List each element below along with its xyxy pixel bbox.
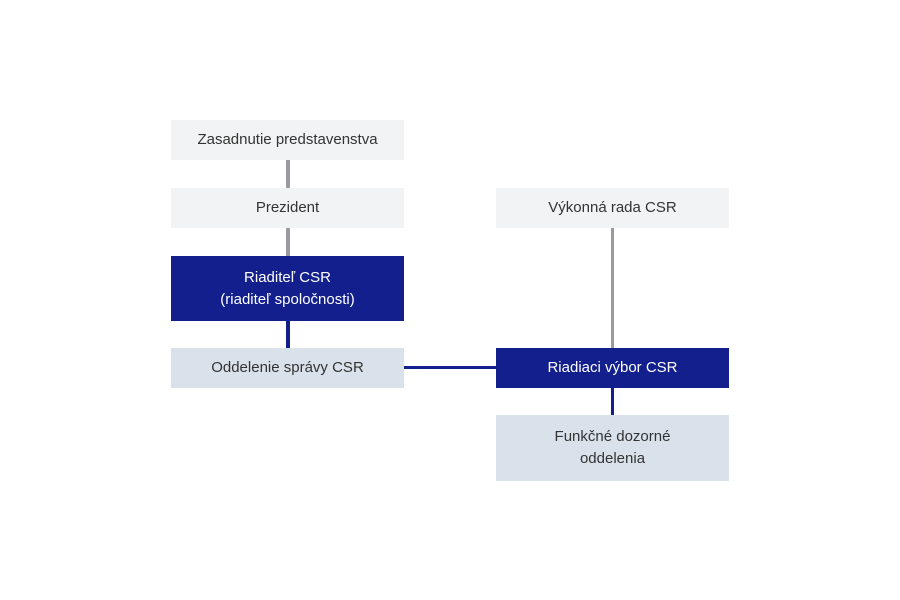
node-csr-admin-department-label: Oddelenie správy CSR	[211, 359, 364, 376]
node-supervisory-departments-line2: oddelenia	[579, 450, 646, 467]
node-csr-steering-committee-label: Riadiaci výbor CSR	[547, 359, 678, 376]
node-csr-director: Riaditeľ CSR (riaditeľ spoločnosti)	[171, 256, 404, 321]
node-president: Prezident	[171, 188, 404, 228]
connector-council-committee	[611, 228, 614, 348]
node-csr-steering-committee: Riadiaci výbor CSR	[496, 348, 729, 388]
node-csr-admin-department: Oddelenie správy CSR	[171, 348, 404, 388]
connector-admin-committee	[404, 366, 496, 369]
node-csr-director-line2: (riaditeľ spoločnosti)	[220, 290, 355, 308]
node-board-meeting: Zasadnutie predstavenstva	[171, 120, 404, 160]
node-csr-director-line1: Riaditeľ CSR	[244, 268, 331, 286]
node-csr-executive-council: Výkonná rada CSR	[496, 188, 729, 228]
connector-president-director	[286, 228, 290, 256]
node-board-meeting-label: Zasadnutie predstavenstva	[197, 131, 378, 148]
node-president-label: Prezident	[255, 199, 320, 216]
connector-board-president	[286, 160, 290, 188]
node-supervisory-departments: Funkčné dozorné oddelenia	[496, 415, 729, 481]
connector-committee-supervisory	[611, 388, 614, 415]
node-supervisory-departments-line1: Funkčné dozorné	[554, 428, 671, 445]
node-csr-executive-council-label: Výkonná rada CSR	[548, 199, 677, 216]
connector-director-admin	[286, 321, 290, 348]
